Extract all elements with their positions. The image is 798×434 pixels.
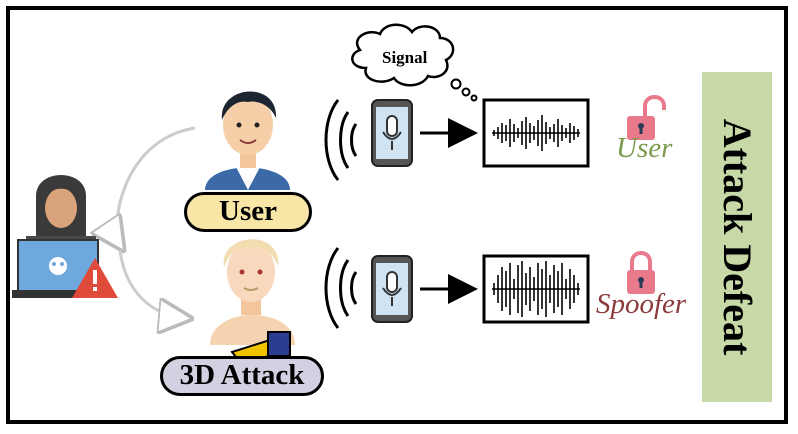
user-avatar-icon	[205, 91, 290, 190]
sound-waves-top	[324, 99, 358, 181]
result-user-label: User	[616, 132, 673, 164]
attacker-to-user-arrow	[117, 126, 196, 245]
side-title: Attack Defeat	[715, 118, 760, 356]
3d-attack-badge: 3D Attack	[160, 356, 324, 396]
user-badge: User	[184, 192, 312, 232]
unlocked-padlock-icon	[627, 95, 666, 140]
waveform-user	[492, 115, 580, 151]
smartphone-mic-icon-top	[371, 99, 413, 167]
hacker-icon	[12, 175, 118, 298]
attacker-to-attack-arrow	[118, 249, 185, 318]
locked-padlock-icon	[627, 251, 655, 294]
sound-waves-bottom	[324, 247, 358, 329]
smartphone-mic-icon-bottom	[371, 255, 413, 323]
signal-label: Signal	[382, 48, 428, 67]
3d-head-icon	[210, 239, 295, 364]
waveform-spoofer	[492, 261, 580, 317]
side-panel	[702, 72, 772, 402]
result-spoofer-label: Spoofer	[596, 288, 687, 320]
signal-thought-bubble	[351, 23, 478, 102]
